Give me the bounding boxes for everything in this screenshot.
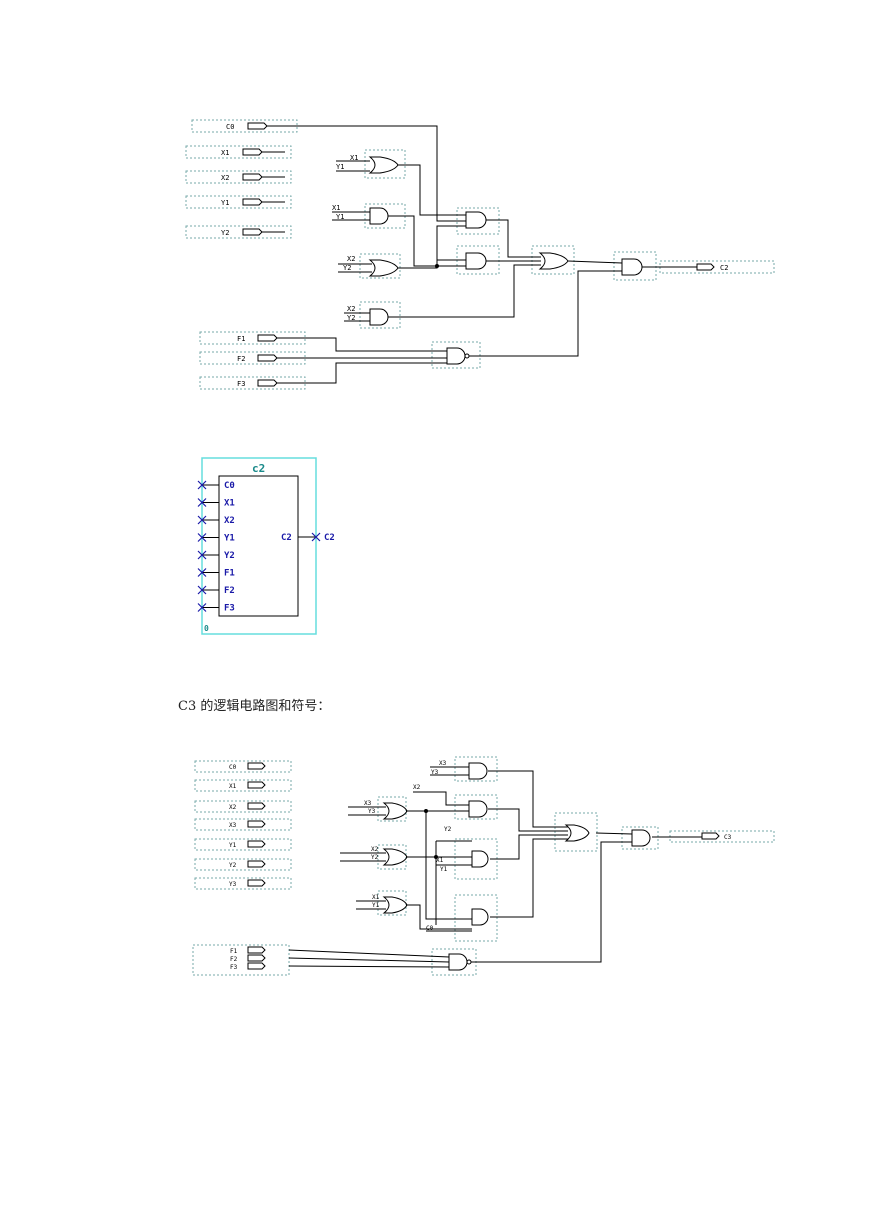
or-gate-x2y2 [368, 259, 399, 277]
section-caption: C3 的逻辑电路图和符号： [178, 699, 331, 714]
symbol-pin-label: F3 [224, 604, 235, 614]
gate-pin-label: X2 [413, 784, 421, 791]
symbol-pin-label: Y2 [224, 551, 235, 561]
junction-dot [435, 264, 439, 268]
c2-input-label: Y1 [221, 199, 229, 207]
gate-pin-label: Y2 [371, 854, 379, 861]
symbol-pin-label: F2 [224, 586, 235, 596]
nand-gate-f [446, 347, 466, 365]
c2-logic-schematic: C0 X1 X2 Y1 Y2 F1 F2 F3 X1 Y1 X1 Y1 X2 Y… [185, 119, 775, 390]
c3-input-label: Y1 [229, 842, 237, 849]
gate-pin-label: X2 [371, 846, 379, 853]
c3-f-label: F2 [230, 956, 238, 963]
c2-f-label: F2 [237, 355, 245, 363]
symbol-pin-label: X2 [224, 516, 235, 526]
gate-pin-label: Y2 [347, 314, 355, 322]
c3-logic-schematic: C0 X1 X2 X3 Y1 Y2 Y3 F1 F2 F3 X3 Y3 X2 X… [192, 756, 775, 976]
symbol-pin-label: Y1 [224, 534, 235, 544]
c2-f-label: F1 [237, 335, 245, 343]
c2-input-label: Y2 [221, 229, 229, 237]
input-pads [242, 122, 300, 387]
c2-input-label: X1 [221, 149, 229, 157]
c3-input-label: X2 [229, 804, 237, 811]
c3-f-label: F3 [230, 964, 238, 971]
c2-f-label: F3 [237, 380, 245, 388]
c3-input-label: X1 [229, 783, 237, 790]
symbol-out-pin: C2 [281, 533, 292, 543]
gate-pin-label: Y3 [368, 808, 376, 815]
symbol-pin-label: C0 [224, 481, 235, 491]
symbol-title: c2 [252, 462, 265, 475]
c3-f-label: F1 [230, 948, 238, 955]
gate-pin-label: C0 [426, 925, 434, 932]
symbol-corner-label: 0 [204, 624, 209, 633]
c2-input-label: X2 [221, 174, 229, 182]
gate-pin-label: X2 [347, 305, 355, 313]
c2-input-label: C0 [226, 123, 234, 131]
gate-pin-label: X1 [350, 154, 358, 162]
gate-pin-label: Y1 [440, 866, 448, 873]
gate-pin-label: X3 [439, 760, 447, 767]
input-pin-marker [197, 498, 207, 507]
input-pin-marker [197, 533, 207, 542]
gate-pin-label: Y2 [343, 264, 351, 272]
c3-input-label: C0 [229, 764, 237, 771]
input-pin-marker [197, 480, 207, 490]
input-pin-marker [197, 585, 207, 595]
symbol-pin-label: X1 [224, 499, 235, 509]
and-gate-x1y1 [369, 207, 389, 225]
output-pin-marker [311, 532, 321, 542]
gate-pin-label: Y1 [336, 213, 344, 221]
and-gate-b [465, 252, 487, 270]
or-gate-sum [538, 252, 569, 270]
gate-pin-label: Y3 [431, 769, 439, 776]
c2-output-label: C2 [720, 264, 728, 272]
gate-pin-label: X3 [364, 800, 372, 807]
c3-input-pads [247, 762, 720, 970]
gate-pin-label: X1 [436, 857, 444, 864]
gate-pin-label: X2 [347, 255, 355, 263]
c3-input-label: Y2 [229, 862, 237, 869]
input-pin-marker [197, 550, 207, 560]
or-gate-x1y1 [368, 156, 399, 174]
c3-input-label: X3 [229, 822, 237, 829]
c3-output-label: C3 [724, 834, 732, 841]
input-ports [185, 119, 306, 390]
input-pin-marker [197, 568, 207, 577]
input-pin-marker [197, 603, 207, 612]
gate-pin-label: Y1 [372, 902, 380, 909]
input-pin-marker [197, 515, 207, 525]
and-gate-a [465, 211, 487, 229]
gate-pin-label: Y1 [336, 163, 344, 171]
symbol-out-net: C2 [324, 533, 335, 543]
symbol-pin-label: F1 [224, 569, 235, 579]
c3-input-label: Y3 [229, 881, 237, 888]
symbol-body [218, 475, 299, 617]
and-gate-out [621, 258, 643, 276]
gate-pin-label: X1 [332, 204, 340, 212]
gate-pin-label: X1 [372, 894, 380, 901]
symbol-selection-frame [201, 457, 317, 635]
and-gate-x2y2 [369, 308, 389, 326]
gate-pin-label: Y2 [444, 826, 452, 833]
